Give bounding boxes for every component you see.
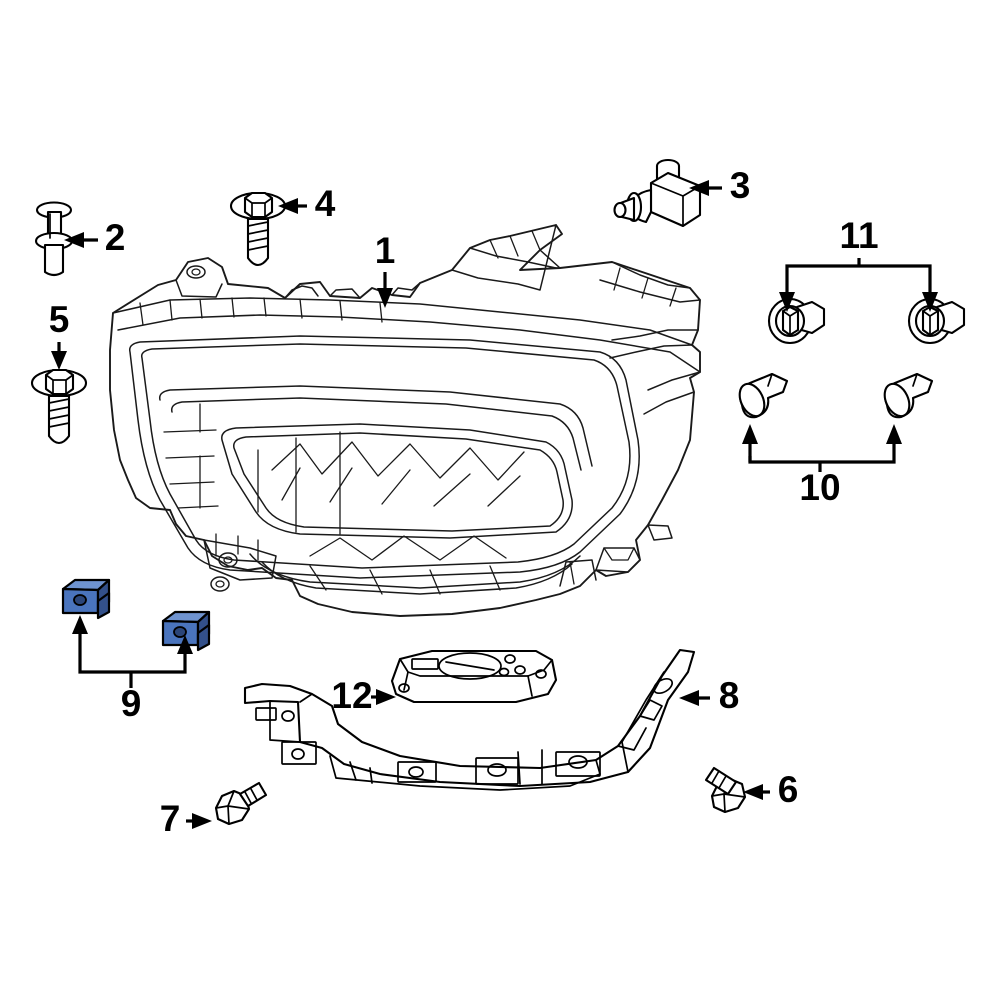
part-5-flange-head-screw[interactable] (30, 368, 88, 445)
part-3-headlamp-level-sensor[interactable] (613, 158, 702, 228)
callout-label-11[interactable]: 11 (839, 215, 878, 256)
part-10-bulb-socket-right[interactable] (880, 372, 934, 420)
callout-label-4[interactable]: 4 (315, 183, 336, 224)
leader-7 (186, 813, 212, 829)
callout-label-8[interactable]: 8 (719, 675, 740, 716)
leader-11 (779, 258, 938, 312)
callout-label-1[interactable]: 1 (375, 230, 396, 271)
callout-label-6[interactable]: 6 (778, 769, 799, 810)
callout-label-9[interactable]: 9 (121, 683, 142, 724)
leader-3 (689, 180, 722, 196)
leader-5 (51, 342, 67, 370)
part-1-headlamp-assembly[interactable] (109, 224, 701, 617)
part-6-hex-flange-bolt[interactable] (704, 766, 747, 814)
part-9-retainer-clip-lower[interactable] (161, 610, 211, 652)
part-2-push-pin-retainer[interactable] (34, 201, 74, 277)
part-9-retainer-clip-upper[interactable] (61, 578, 111, 620)
part-11-hex-flange-bolt-left[interactable] (767, 297, 826, 345)
part-10-bulb-socket-left[interactable] (735, 372, 789, 420)
part-7-hex-flange-bolt[interactable] (214, 781, 268, 826)
part-11-hex-flange-bolt-right[interactable] (907, 297, 966, 345)
leader-1 (377, 272, 393, 308)
callout-label-12[interactable]: 12 (331, 675, 372, 716)
leader-10 (742, 424, 902, 472)
callout-label-2[interactable]: 2 (105, 217, 126, 258)
callout-label-10[interactable]: 10 (799, 467, 840, 508)
part-8-headlamp-mounting-bracket[interactable] (243, 648, 696, 791)
leader-8 (679, 690, 710, 706)
leader-9 (72, 615, 193, 688)
leader-12 (371, 689, 396, 705)
leader-2 (64, 232, 98, 248)
part-12-headlamp-control-module[interactable] (390, 649, 558, 704)
callout-label-5[interactable]: 5 (49, 299, 70, 340)
leader-4 (278, 198, 307, 214)
leader-6 (743, 784, 770, 800)
part-4-flange-head-screw[interactable] (229, 191, 287, 267)
callout-label-3[interactable]: 3 (730, 165, 751, 206)
callout-label-7[interactable]: 7 (160, 798, 181, 839)
